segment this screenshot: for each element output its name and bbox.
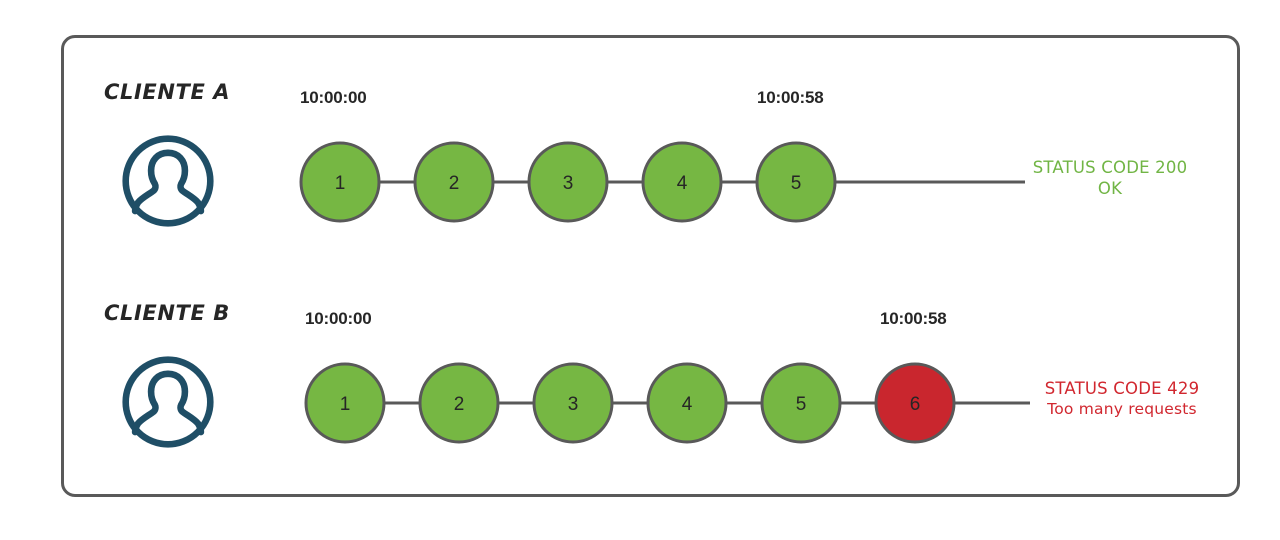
request-node-label: 1 <box>340 394 351 415</box>
request-node: 1 <box>299 141 381 223</box>
request-node: 3 <box>527 141 609 223</box>
user-avatar-icon <box>121 355 215 449</box>
request-node: 2 <box>413 141 495 223</box>
row-a-end-timestamp: 10:00:58 <box>757 88 824 107</box>
row-b-request-chain: 1 2 3 4 5 6 <box>304 362 1030 444</box>
request-node: 5 <box>760 362 842 444</box>
request-node-label: 2 <box>454 394 465 415</box>
request-node: 3 <box>532 362 614 444</box>
user-avatar-icon <box>121 134 215 228</box>
row-a-request-chain: 1 2 3 4 5 <box>299 141 1025 223</box>
request-node: 4 <box>641 141 723 223</box>
row-b-status-line2: Too many requests <box>1047 400 1197 418</box>
request-node-label: 3 <box>568 394 579 415</box>
request-node-label: 5 <box>791 173 802 194</box>
row-a-status-line2: OK <box>1097 179 1123 198</box>
request-node-label: 4 <box>677 173 688 194</box>
row-a-start-timestamp: 10:00:00 <box>300 88 367 107</box>
request-node-rate-limited: 6 <box>874 362 956 444</box>
row-b-start-timestamp: 10:00:00 <box>305 309 372 328</box>
request-node-label: 6 <box>910 394 921 415</box>
request-node: 1 <box>304 362 386 444</box>
request-node-label: 5 <box>796 394 807 415</box>
client-a-label: CLIENTE A <box>104 80 231 104</box>
row-a-status-line1: STATUS CODE 200 <box>1032 158 1188 177</box>
request-node-label: 1 <box>335 173 346 194</box>
request-node-label: 4 <box>682 394 693 415</box>
client-b-label: CLIENTE B <box>104 301 230 325</box>
row-b-end-timestamp: 10:00:58 <box>880 309 947 328</box>
request-node: 5 <box>755 141 837 223</box>
row-a-status-message: STATUS CODE 200 OK <box>1026 157 1194 199</box>
row-b-status-message: STATUS CODE 429 Too many requests <box>1022 378 1222 420</box>
request-node: 2 <box>418 362 500 444</box>
request-node: 4 <box>646 362 728 444</box>
request-node-label: 3 <box>563 173 574 194</box>
row-b-status-line1: STATUS CODE 429 <box>1044 379 1200 398</box>
request-node-label: 2 <box>449 173 460 194</box>
